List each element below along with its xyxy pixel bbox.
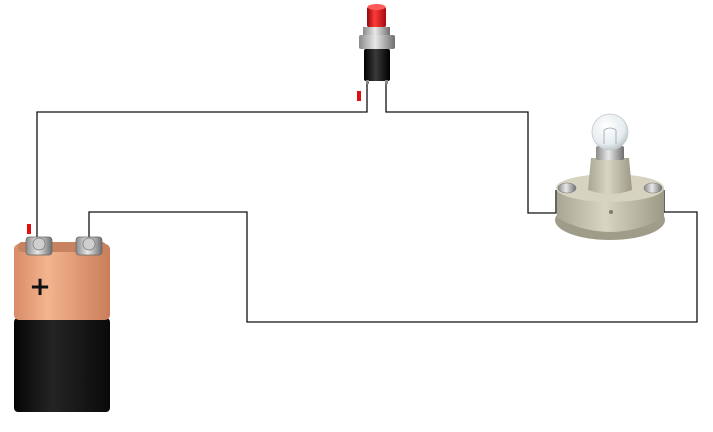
switch-cap-top: [367, 4, 386, 10]
lamp-holder: [555, 146, 665, 240]
battery-top-band: [14, 244, 110, 320]
switch-terminal-left: [366, 80, 369, 84]
lamp-screw-left: [557, 182, 577, 194]
lamp-socket: [588, 158, 632, 194]
terminal-marker-battery: [27, 224, 31, 234]
battery-terminal-positive[interactable]: [75, 236, 103, 256]
wire-battery-negative-to-switch: [36, 82, 368, 242]
bulb-glass[interactable]: [591, 113, 629, 151]
wire-lamp-to-battery-positive: [88, 190, 698, 323]
wires: [36, 82, 698, 323]
switch-red-cap[interactable]: [367, 6, 386, 28]
battery-terminal-negative[interactable]: [25, 236, 53, 256]
wire-switch-to-lamp: [385, 82, 557, 214]
bulb-thread: [596, 146, 624, 160]
bulb-filament: [603, 127, 617, 144]
battery-body: [14, 318, 110, 412]
terminal-marker-switch: [357, 91, 361, 101]
push-button-switch[interactable]: [359, 4, 395, 84]
lamp-screw-right: [643, 182, 663, 194]
battery-plus-symbol: +: [29, 272, 51, 302]
switch-body: [364, 49, 390, 81]
light-bulb[interactable]: [591, 113, 629, 151]
switch-nut: [359, 35, 395, 49]
switch-collar: [363, 27, 390, 35]
lamp-base-hole: [609, 210, 613, 214]
switch-terminal-right: [385, 80, 388, 84]
battery-9v: +: [14, 236, 110, 412]
